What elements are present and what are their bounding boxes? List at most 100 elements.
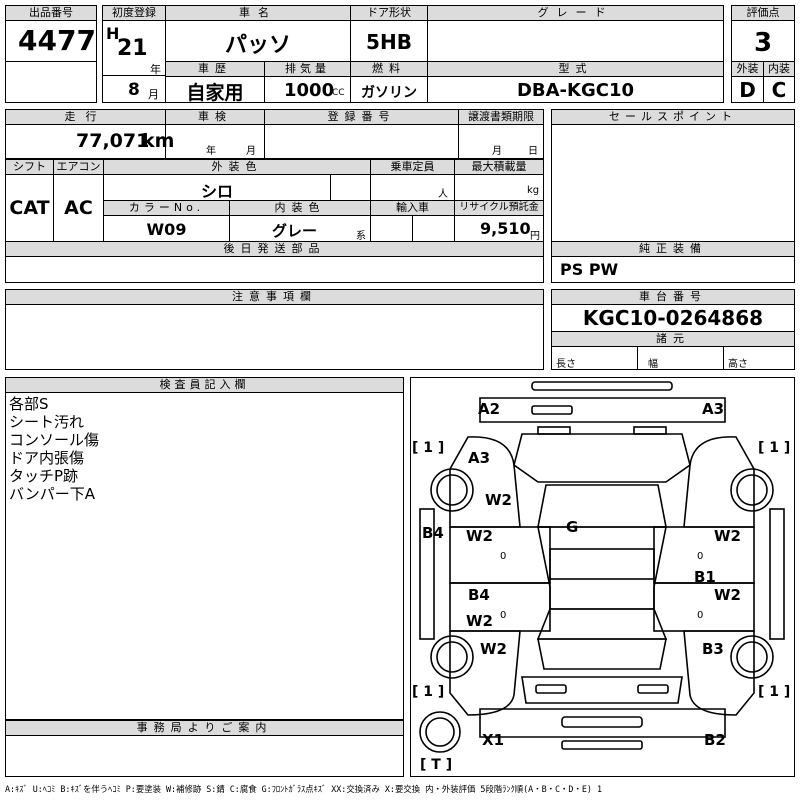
inspector-note: 各部S bbox=[9, 395, 49, 413]
door-label: ドア形状 bbox=[350, 5, 428, 21]
inspector-note: ドア内張傷 bbox=[9, 449, 85, 467]
int-color-label: 内装色 bbox=[229, 200, 371, 216]
ac-label: エアコン bbox=[53, 159, 104, 175]
reg-month: 8 bbox=[128, 80, 140, 100]
height-label: 高さ bbox=[728, 359, 748, 370]
inspection-month-unit: 月 bbox=[246, 146, 256, 157]
mark-a2: A2 bbox=[478, 400, 501, 418]
transfer-label: 譲渡書類期限 bbox=[458, 109, 544, 125]
transfer-month-unit: 月 bbox=[492, 146, 502, 157]
shift-label: シフト bbox=[5, 159, 54, 175]
lot-no-blank bbox=[5, 61, 97, 103]
later-parts-label: 後日発送部品 bbox=[5, 241, 544, 257]
interior-box bbox=[763, 76, 795, 103]
history: 自家用 bbox=[186, 82, 244, 104]
mark-b1: B1 bbox=[694, 568, 716, 586]
reg-no-label: 登録番号 bbox=[264, 109, 459, 125]
office-label: 事務局よりご案内 bbox=[5, 720, 404, 736]
fuel: ガソリン bbox=[361, 85, 417, 101]
inspector-note: シート汚れ bbox=[9, 413, 85, 431]
year-unit: 年 bbox=[150, 63, 161, 76]
zero-mark: 0 bbox=[697, 551, 704, 562]
recycle-label: リサイクル預託金 bbox=[454, 200, 544, 216]
inspector-note: バンパー下A bbox=[9, 485, 96, 503]
displacement-label: 排気量 bbox=[264, 61, 351, 77]
inspector-box bbox=[5, 392, 404, 720]
displacement-unit: CC bbox=[332, 88, 345, 98]
tire-mark: [ 1 ] bbox=[412, 684, 445, 700]
exterior-label: 外装 bbox=[731, 61, 764, 77]
import-label: 輸入車 bbox=[370, 200, 455, 216]
height-box bbox=[723, 346, 795, 370]
ext-color-label: 外装色 bbox=[103, 159, 371, 175]
office-box bbox=[5, 735, 404, 777]
tire-mark: [ 1 ] bbox=[412, 440, 445, 456]
month-unit: 月 bbox=[148, 88, 159, 101]
shift: CAT bbox=[9, 197, 50, 219]
int-color-unit: 系 bbox=[356, 231, 366, 242]
capacity-unit: 人 bbox=[438, 189, 448, 200]
mark-b4-left: B4 bbox=[422, 524, 444, 542]
mileage: 77,071 bbox=[76, 130, 150, 152]
fuel-label: 燃料 bbox=[350, 61, 428, 77]
import-box-a bbox=[370, 215, 413, 242]
transfer-day-unit: 日 bbox=[528, 146, 538, 157]
zero-mark: 0 bbox=[500, 610, 507, 621]
zero-mark: 0 bbox=[500, 551, 507, 562]
recycle: 9,510 bbox=[480, 219, 531, 238]
reg-no-box bbox=[264, 124, 459, 159]
width-label: 幅 bbox=[648, 359, 658, 370]
lot-no-label: 出品番号 bbox=[5, 5, 97, 21]
mark-b3: B3 bbox=[702, 640, 724, 658]
sales-point-label: セールスポイント bbox=[551, 109, 795, 125]
ext-color-box-end bbox=[330, 174, 371, 201]
car-name: パッソ bbox=[224, 33, 291, 58]
mark-g: G bbox=[566, 518, 579, 536]
tire-mark: [ 1 ] bbox=[758, 684, 791, 700]
mark-a3-top: A3 bbox=[702, 400, 725, 418]
model-box bbox=[427, 76, 724, 103]
grade-label: グレード bbox=[427, 5, 724, 21]
mark-w2: W2 bbox=[480, 640, 507, 658]
genuine-equip-box bbox=[551, 256, 795, 283]
genuine-equip: PS PW bbox=[560, 260, 619, 279]
score: 3 bbox=[753, 28, 773, 58]
inspector-label: 検査員記入欄 bbox=[5, 377, 404, 393]
notes-box bbox=[5, 304, 544, 370]
inspector-note: タッチP跡 bbox=[9, 467, 79, 485]
model-label: 型式 bbox=[427, 61, 724, 77]
specs-label: 諸元 bbox=[551, 331, 795, 347]
inspection-year-unit: 年 bbox=[206, 146, 216, 157]
max-load-label: 最大積載量 bbox=[454, 159, 544, 175]
first-reg-label: 初度登録 bbox=[102, 5, 166, 21]
history-label: 車歴 bbox=[165, 61, 265, 77]
chassis-no: KGC10-0264868 bbox=[582, 306, 764, 330]
car-diagram-frame bbox=[410, 377, 795, 777]
notes-label: 注意事項欄 bbox=[5, 289, 544, 305]
zero-mark: 0 bbox=[697, 610, 704, 621]
import-box-b bbox=[412, 215, 455, 242]
mark-b4: B4 bbox=[468, 586, 490, 604]
interior-label: 内装 bbox=[763, 61, 795, 77]
genuine-equip-label: 純正装備 bbox=[551, 241, 795, 257]
ext-color: シロ bbox=[200, 182, 233, 201]
score-label: 評価点 bbox=[731, 5, 795, 21]
legend: A:ｷｽﾞ U:ﾍｺﾐ B:ｷｽﾞを伴うﾍｺﾐ P:要塗装 W:補修跡 S:錆 … bbox=[5, 784, 603, 794]
reg-year: 21 bbox=[117, 36, 148, 61]
transfer-box bbox=[458, 124, 544, 159]
mileage-unit: km bbox=[142, 130, 175, 152]
exterior-score: D bbox=[739, 78, 756, 102]
grade-box bbox=[427, 20, 724, 62]
lot-no: 4477 bbox=[18, 24, 96, 57]
displacement: 1000 bbox=[284, 80, 335, 101]
mileage-label: 走行 bbox=[5, 109, 166, 125]
length-label: 長さ bbox=[556, 359, 576, 370]
mark-b2: B2 bbox=[704, 731, 726, 749]
capacity-label: 乗車定員 bbox=[370, 159, 455, 175]
color-no-label: カラーNo. bbox=[103, 200, 230, 216]
mark-x1: X1 bbox=[482, 731, 505, 749]
color-no: W09 bbox=[146, 220, 187, 239]
int-color: グレー bbox=[272, 222, 318, 240]
mark-w2: W2 bbox=[485, 491, 512, 509]
door-type: 5HB bbox=[366, 30, 412, 54]
